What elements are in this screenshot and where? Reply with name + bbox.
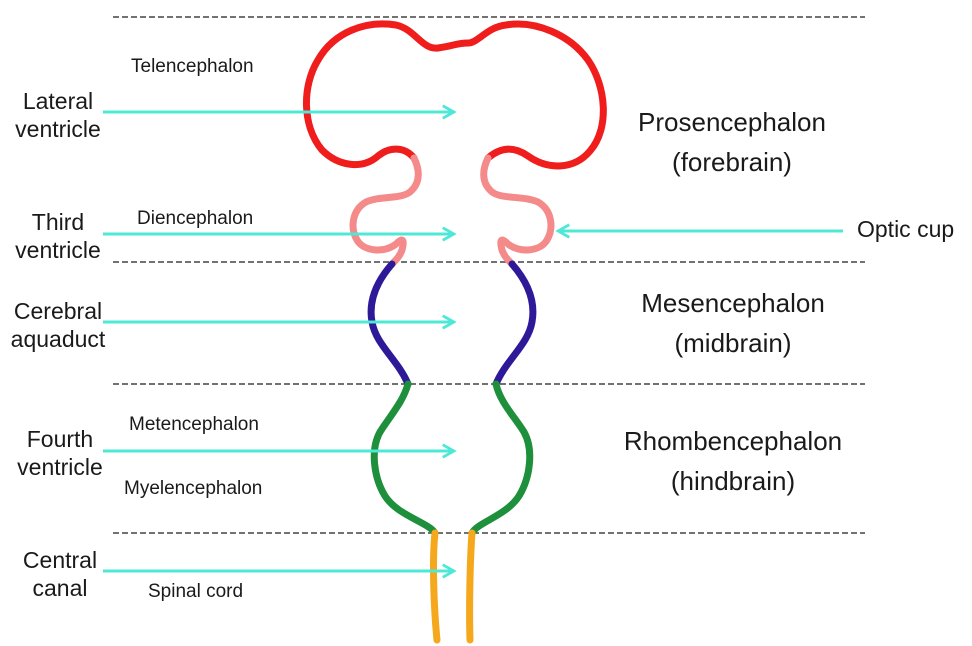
label-third-ventricle-line2: ventricle	[12, 237, 104, 265]
label-mesencephalon-line1: Mesencephalon	[620, 283, 846, 323]
label-cerebral-aquaduct-line1: Cerebral	[6, 298, 110, 326]
label-spinal-cord: Spinal cord	[148, 581, 243, 604]
label-optic-cup: Optic cup	[857, 216, 954, 244]
mesencephalon-right-wall	[496, 264, 533, 384]
label-lateral-ventricle-line1: Lateral	[12, 88, 104, 116]
telencephalon-outline	[306, 24, 603, 166]
label-rhombencephalon-line2: (hindbrain)	[598, 461, 868, 501]
label-myelencephalon: Myelencephalon	[124, 478, 262, 501]
rhombencephalon-left-wall	[374, 384, 435, 533]
label-third-ventricle-line1: Third	[12, 209, 104, 237]
label-lateral-ventricle-line2: ventricle	[12, 116, 104, 144]
label-cerebral-aquaduct-line2: aquaduct	[6, 326, 110, 354]
label-mesencephalon-line2: (midbrain)	[620, 323, 846, 363]
diencephalon-left-wall	[353, 158, 418, 264]
label-prosencephalon: Prosencephalon (forebrain)	[613, 102, 851, 183]
label-cerebral-aquaduct: Cerebral aquaduct	[6, 298, 110, 353]
label-third-ventricle: Third ventricle	[12, 209, 104, 264]
label-fourth-ventricle: Fourth ventricle	[12, 426, 108, 481]
label-prosencephalon-line2: (forebrain)	[613, 142, 851, 182]
label-central-canal-line1: Central	[14, 547, 106, 575]
label-rhombencephalon-line1: Rhombencephalon	[598, 421, 868, 461]
label-central-canal-line2: canal	[14, 575, 106, 603]
label-diencephalon: Diencephalon	[137, 208, 253, 231]
mesencephalon-left-wall	[371, 264, 408, 384]
label-fourth-ventricle-line2: ventricle	[12, 454, 108, 482]
diencephalon-right-wall	[484, 158, 551, 264]
label-telencephalon: Telencephalon	[131, 56, 254, 79]
spinal-cord-left-wall	[434, 533, 437, 640]
spinal-cord-right-wall	[470, 533, 472, 640]
label-central-canal: Central canal	[14, 547, 106, 602]
label-prosencephalon-line1: Prosencephalon	[613, 102, 851, 142]
label-rhombencephalon: Rhombencephalon (hindbrain)	[598, 421, 868, 502]
label-metencephalon: Metencephalon	[129, 414, 259, 437]
label-mesencephalon: Mesencephalon (midbrain)	[620, 283, 846, 364]
rhombencephalon-right-wall	[472, 384, 530, 533]
label-fourth-ventricle-line1: Fourth	[12, 426, 108, 454]
label-lateral-ventricle: Lateral ventricle	[12, 88, 104, 143]
